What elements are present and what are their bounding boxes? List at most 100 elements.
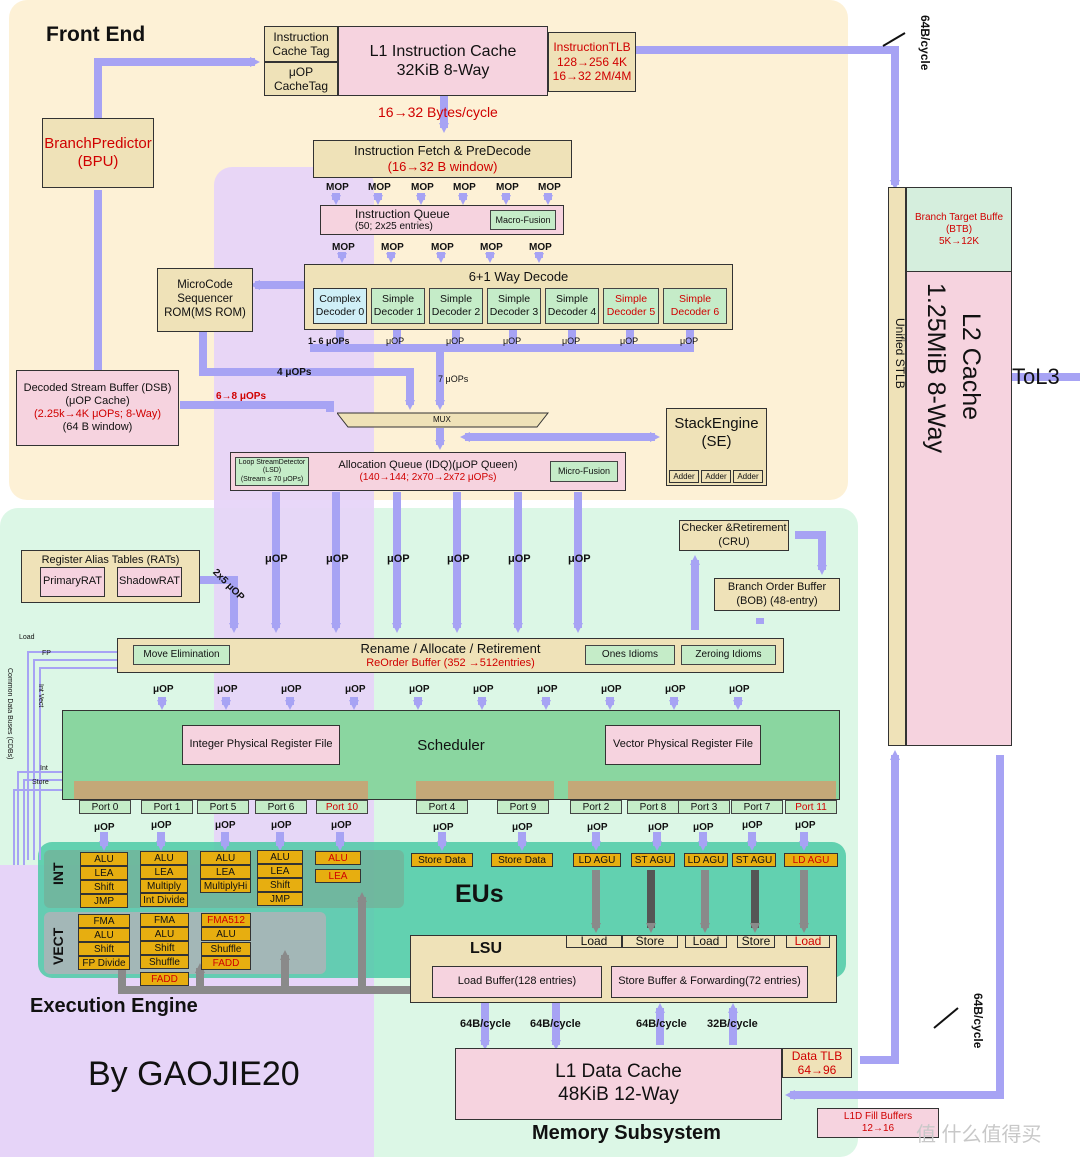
branch-predictor: BranchPredictor (BPU)	[42, 118, 154, 188]
decoded-stream-buffer: Decoded Stream Buffer (DSB) (μOP Cache) …	[16, 370, 179, 446]
exec-unit: Shift	[140, 941, 189, 955]
exec-unit: Shift	[78, 942, 130, 956]
mop-label: MOP	[381, 242, 404, 253]
exec-unit: Shift	[257, 878, 303, 892]
uop-cache-tag: μOP CacheTag	[264, 62, 338, 96]
to-l3-label: ToL3	[1012, 364, 1060, 389]
bus-top-label: 64B/cycle	[918, 15, 932, 71]
uop-label: μOP	[265, 553, 288, 565]
exec-unit: ALU	[257, 850, 303, 864]
adder-unit: Adder	[701, 470, 731, 483]
adder-unit: Adder	[669, 470, 699, 483]
mop-label: MOP	[332, 242, 355, 253]
uops-4-label: 4 μOPs	[277, 367, 312, 378]
uop-label: μOP	[215, 820, 236, 831]
scheduler-queue-bar	[416, 781, 554, 799]
exec-unit: ALU	[200, 851, 251, 865]
uop-label: μOP	[386, 336, 405, 346]
l1i-size: 32KiB 8-Way	[396, 62, 490, 79]
mux-label: MUX	[433, 415, 451, 424]
bandwidth-label: 64B/cycle	[636, 1018, 687, 1030]
exec-unit: JMP	[80, 894, 128, 908]
exec-unit: FP Divide	[78, 956, 130, 970]
exec-unit: FADD	[201, 956, 251, 970]
exec-unit: ALU	[140, 851, 188, 865]
exec-unit: Int Divide	[140, 893, 188, 907]
exec-unit: ALU	[315, 851, 361, 865]
decode-uops-label: 1- 6 μOPs	[308, 336, 350, 346]
st-agu-unit: ST AGU	[631, 853, 675, 867]
uop-label: μOP	[473, 684, 494, 695]
uop-label: μOP	[326, 553, 349, 565]
exec-unit: FMA	[140, 913, 189, 927]
exec-unit: Shuffle	[140, 955, 189, 969]
lsu-store-port: Store	[737, 934, 775, 948]
bus-cdb-label: Common Data Buses (CDBs)	[6, 668, 13, 760]
uop-label: μOP	[568, 553, 591, 565]
load-buffer: Load Buffer(128 entries)	[432, 966, 602, 998]
store-buffer: Store Buffer & Forwarding(72 entries)	[611, 966, 808, 998]
mop-label: MOP	[529, 242, 552, 253]
uop-label: μOP	[795, 820, 816, 831]
port-0: Port 0	[79, 800, 131, 814]
store-data-unit: Store Data	[411, 853, 473, 867]
l1-data-cache: L1 Data Cache 48KiB 12-Way	[455, 1048, 782, 1120]
data-tlb: Data TLB 64→96	[782, 1048, 852, 1078]
eus-title: EUs	[455, 880, 504, 908]
uop-label: μOP	[271, 820, 292, 831]
front-end-title: Front End	[46, 23, 146, 46]
microcode-sequencer-rom: MicroCode Sequencer ROM(MS ROM)	[157, 268, 253, 332]
instruction-tlb: InstructionTLB 128→256 4K 16→32 2M/4M	[548, 32, 636, 92]
uop-label: μOP	[587, 822, 608, 833]
uops-6-8-label: 6→8 μOPs	[216, 391, 267, 402]
exec-unit: ALU	[201, 927, 251, 941]
branch-target-buffer: Branch Target Buffe (BTB) 5K→12K	[906, 187, 1012, 272]
uops-7-label: 7 μOPs	[438, 374, 469, 384]
port-1: Port 1	[141, 800, 193, 814]
uop-label: μOP	[620, 336, 639, 346]
ld-agu-unit: LD AGU	[684, 853, 728, 867]
port-7: Port 7	[731, 800, 783, 814]
port-4: Port 4	[416, 800, 468, 814]
uop-label: μOP	[345, 684, 366, 695]
port-10: Port 10	[316, 800, 368, 814]
uop-label: μOP	[537, 684, 558, 695]
exec-unit: Shuffle	[201, 942, 251, 956]
instruction-cache-tag: Instruction Cache Tag	[264, 26, 338, 62]
uop-label: μOP	[151, 820, 172, 831]
zeroing-idioms: Zeroing Idioms	[681, 645, 776, 665]
exec-unit: LEA	[140, 865, 188, 879]
mop-label: MOP	[480, 242, 503, 253]
checker-retirement-unit: Checker &Retirement (CRU)	[679, 520, 789, 551]
uop-label: μOP	[729, 684, 750, 695]
lsu-load-port: Load	[566, 934, 622, 948]
uop-label: μOP	[153, 684, 174, 695]
uop-label: μOP	[217, 684, 238, 695]
watermark: 值 什么值得买	[916, 1124, 1042, 1146]
uop-label: μOP	[601, 684, 622, 695]
uop-label: μOP	[503, 336, 522, 346]
lsu-load-port: Load	[685, 934, 727, 948]
bandwidth-label: 64B/cycle	[460, 1018, 511, 1030]
execution-engine-title: Execution Engine	[30, 995, 198, 1017]
port-2: Port 2	[570, 800, 622, 814]
fetch-bandwidth: 16→32 Bytes/cycle	[378, 104, 498, 120]
l2-cache	[906, 187, 1012, 746]
port-3: Port 3	[678, 800, 730, 814]
exec-unit: ALU	[78, 928, 130, 942]
unified-stlb	[888, 187, 906, 746]
vect-label: VECT	[50, 927, 66, 965]
memory-subsystem-title: Memory Subsystem	[532, 1122, 721, 1144]
uop-label: μOP	[693, 822, 714, 833]
ld-agu-unit: LD AGU	[784, 853, 838, 867]
uop-label: μOP	[648, 822, 669, 833]
uop-label: μOP	[508, 553, 531, 565]
exec-unit: JMP	[257, 892, 303, 906]
bus-store-label: Store	[32, 779, 49, 786]
stlb-label: Unified STLB	[893, 318, 907, 389]
